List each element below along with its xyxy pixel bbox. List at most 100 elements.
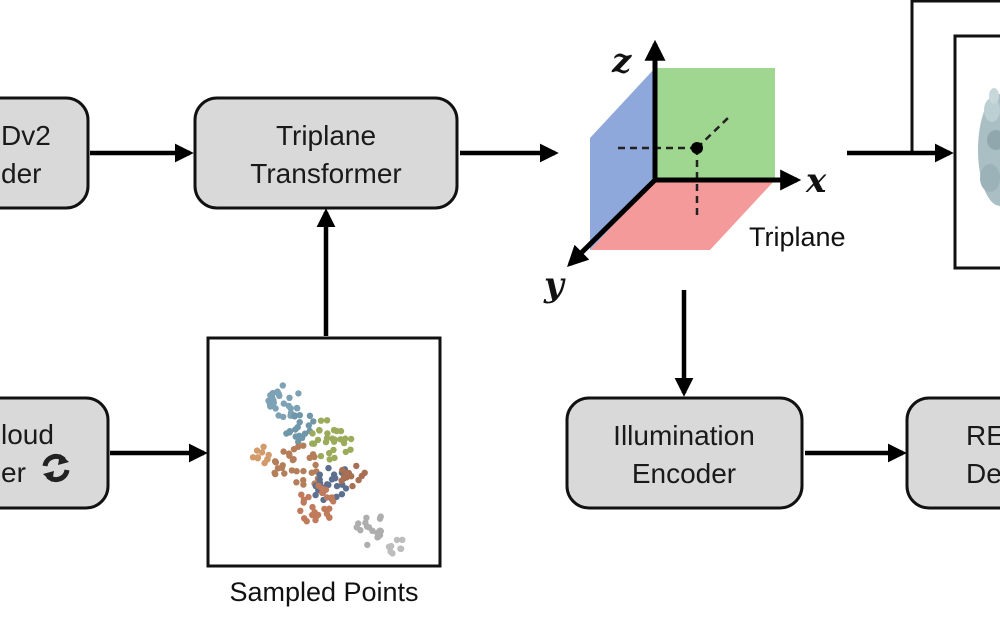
render-panel-outer-frame (910, 0, 1000, 152)
point-cloud-dot (316, 476, 323, 483)
point-cloud-dot (280, 413, 287, 421)
point-cloud-dot (265, 451, 272, 459)
point-cloud-dot (387, 548, 394, 555)
point-cloud-dot (308, 469, 315, 476)
point-cloud-dot (326, 456, 333, 463)
point-cloud-dot (314, 511, 322, 519)
point-cloud-dot (272, 405, 279, 412)
point-cloud-dot (329, 435, 336, 442)
refresh-icon (42, 453, 70, 483)
point-cloud-dot (294, 405, 301, 412)
connections (90, 143, 954, 463)
point-cloud-dot (305, 422, 312, 429)
point-cloud-dot (295, 438, 302, 446)
point-cloud-dot (303, 518, 310, 525)
dinov2-encoder-line1: Dv2 (1, 120, 51, 151)
render-panel: c (910, 0, 1000, 270)
y-axis-label: y (543, 265, 566, 305)
point-cloud-dot (363, 514, 370, 521)
point-cloud-dot (297, 507, 304, 514)
illumination-encoder-line1: Illumination (613, 420, 755, 451)
triplane-caption: Triplane (749, 222, 846, 252)
sample-point-marker (691, 142, 703, 154)
triplane-yz-plane (590, 68, 655, 250)
rb-decoder-line1: RE (966, 420, 1000, 451)
point-cloud-dot (286, 452, 293, 459)
rb-decoder-box: RE De (905, 396, 1000, 510)
point-cloud-dot (269, 389, 277, 397)
point-cloud-dot (300, 481, 307, 488)
point-cloud-dot (309, 511, 316, 519)
point-cloud-dot (296, 419, 303, 426)
point-cloud-dot (342, 485, 350, 492)
point-cloud-dot (353, 462, 360, 470)
point-cloud-dot (314, 436, 322, 444)
triplane-xy-plane (590, 180, 775, 250)
sampled-points-caption: Sampled Points (229, 577, 418, 607)
point-cloud-dot (294, 424, 301, 431)
point-cloud-dot (364, 541, 371, 549)
sampled-points-panel: Sampled Points (206, 336, 442, 607)
point-cloud-dot (281, 470, 288, 477)
point-cloud-dot (322, 438, 330, 446)
point-cloud-dot (326, 505, 333, 512)
point-cloud-dot (288, 467, 296, 474)
point-cloud-dot (300, 499, 307, 506)
y-axis (567, 178, 657, 267)
point-cloud-dot (345, 469, 352, 477)
point-cloud-dot (309, 430, 316, 437)
point-cloud-dot (310, 440, 318, 447)
point-cloud-dot (317, 417, 325, 424)
dinov2-encoder-line2: der (1, 158, 41, 189)
point-cloud-dot (280, 400, 287, 407)
point-cloud-dot (306, 412, 314, 419)
point-cloud-dot (353, 524, 360, 531)
point-cloud-dot (323, 417, 331, 424)
point-cloud-dot (279, 382, 286, 389)
point-cloud-dot (330, 498, 337, 505)
point-cloud-dot (286, 428, 294, 435)
rendered-object-image (978, 88, 1000, 206)
point-cloud-dot (260, 443, 267, 450)
point-cloud-dot (292, 433, 299, 440)
point-cloud-dot (397, 545, 405, 552)
point-cloud-dot (330, 446, 337, 454)
point-cloud-dot (338, 491, 346, 498)
point-cloud-dot (293, 479, 300, 486)
point-cloud-dot (290, 456, 297, 463)
point-cloud-dot (294, 443, 302, 450)
point-cloud-dot (296, 412, 303, 419)
point-cloud-dot (316, 426, 323, 434)
point-cloud-dot (295, 390, 302, 397)
point-cloud-dot (333, 482, 341, 490)
point-cloud-dot (286, 394, 293, 401)
point-cloud-dot (340, 439, 348, 447)
point-cloud-dot (300, 467, 307, 475)
point-cloud-dot (349, 482, 356, 490)
point-cloud-dot (321, 505, 328, 513)
point-cloud-dot (299, 434, 306, 441)
point-cloud-dot (325, 464, 332, 472)
point-cloud-dot (310, 418, 317, 425)
point-cloud-dot (342, 448, 349, 456)
dinov2-encoder-box: Dv2 der (0, 96, 90, 210)
point-cloud-dot (298, 491, 305, 498)
point-cloud-dot (399, 536, 406, 543)
point-cloud-dot (328, 476, 336, 483)
z-axis-label: z (611, 41, 632, 81)
point-cloud-dot (347, 435, 355, 443)
triplane-xz-plane (655, 68, 775, 180)
point-cloud-dot (254, 455, 261, 462)
illumination-encoder-box: Illumination Encoder (565, 396, 804, 510)
triplane-transformer-line2: Transformer (250, 158, 401, 189)
point-cloud-image (249, 382, 406, 557)
triplane-illustration: z x y Triplane (543, 39, 846, 305)
point-cloud-dot (324, 430, 331, 437)
point-cloud-dot (323, 494, 331, 501)
point-cloud-dot (322, 486, 330, 493)
point-cloud-dot (305, 493, 312, 501)
illumination-encoder-line2: Encoder (632, 458, 736, 489)
point-cloud-dot (280, 448, 287, 455)
point-cloud-dot (324, 481, 331, 488)
